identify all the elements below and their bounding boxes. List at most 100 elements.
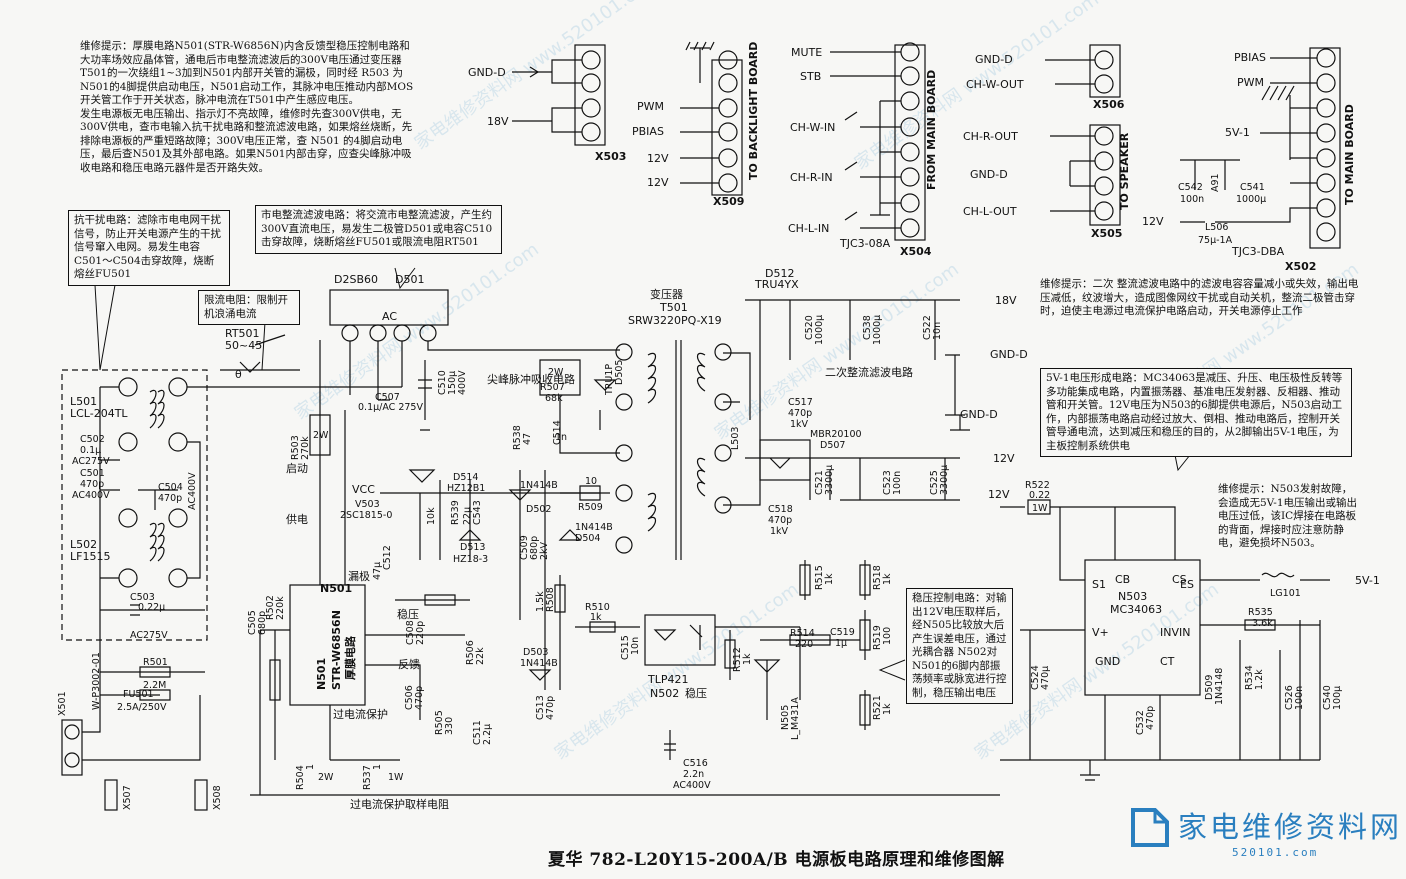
watermark-text: 家电维修资料网 www.520101.com	[411, 0, 663, 154]
label-c516-v1: 2.2n	[683, 769, 704, 780]
label-c507: C507	[375, 392, 400, 403]
label-c504-v1: 470p	[158, 493, 182, 504]
label-tlp421: TLP421	[647, 673, 688, 686]
label-d503: D503	[523, 647, 548, 658]
label-r507: R507	[540, 382, 565, 393]
label-c516: C516	[683, 758, 708, 769]
label-c519-value: 1μ	[835, 638, 847, 649]
label-x501-value: W-P3002-01	[91, 652, 102, 710]
label-c543-value: 22μ	[462, 507, 473, 525]
label-r537: R537	[362, 765, 373, 790]
label-d513: D513	[460, 542, 485, 553]
label-d504: D504	[575, 533, 600, 544]
ic-n503	[1084, 559, 1201, 696]
label-c514-value: 1n	[555, 432, 567, 443]
label-c510-v2: 400V	[457, 370, 468, 395]
label-ch-w-out: CH-W-OUT	[966, 78, 1024, 91]
label-r515: R515	[814, 565, 825, 590]
label-c517-v2: 1kV	[790, 419, 809, 430]
label-ch-l-out: CH-L-OUT	[963, 205, 1017, 218]
label-c506-value: 470p	[414, 686, 425, 710]
label-c511-value: 2.2μ	[482, 724, 493, 745]
label-r506-value: 22k	[475, 647, 486, 665]
label-transformer: 变压器	[650, 287, 683, 301]
label-gnd: GND	[1095, 655, 1120, 668]
label-r503: R503	[290, 435, 301, 460]
label-c509: C509	[519, 535, 530, 560]
label-c538-value: 1000μ	[872, 315, 883, 345]
label-gongdian: 供电	[286, 512, 308, 526]
logo-icon	[1131, 808, 1169, 847]
label-c506: C506	[404, 685, 415, 710]
label-c511: C511	[472, 720, 483, 745]
label-18v-x503: 18V	[487, 115, 509, 128]
label-c503-v1: 0.22μ	[138, 602, 165, 613]
label-x503: X503	[595, 150, 626, 163]
label-c526: C526	[1284, 685, 1295, 710]
label-r518-value: 1k	[882, 573, 893, 585]
label-c543: C543	[472, 500, 483, 525]
label-l502-value: LF1515	[70, 550, 110, 563]
label-x501: X501	[57, 691, 68, 716]
label-r519-value: 100	[882, 627, 893, 645]
label-guoliu: 过电流保护	[333, 707, 388, 721]
label-c518-v1: 470p	[768, 515, 792, 526]
label-r521: R521	[872, 695, 883, 720]
label-r514: R514	[790, 628, 815, 639]
label-r501: R501	[143, 657, 168, 668]
label-ch-r-in: CH-R-IN	[790, 171, 833, 184]
page-title: 夏华 782-L20Y15-200A/B 电源板电路原理和维修图解	[548, 850, 1005, 870]
label-r539: R539	[450, 500, 461, 525]
label-1n4148-b: 1N414B	[575, 522, 613, 533]
label-es: ES	[1180, 578, 1194, 591]
label-pwm-x502: PWM	[1237, 76, 1264, 89]
label-12v-n503: 12V	[988, 488, 1010, 501]
label-r522-1w: 1W	[1032, 503, 1048, 514]
label-v503-value: 2SC1815-0	[340, 510, 392, 521]
label-tjc3-dba: TJC3-DBA	[1231, 245, 1285, 258]
label-5v1-out: 5V-1	[1355, 574, 1380, 587]
label-r521-value: 1k	[882, 703, 893, 715]
label-c501-v1: 470p	[80, 479, 104, 490]
bridge-d501	[329, 289, 449, 326]
label-x508: X508	[212, 785, 223, 810]
diode-d507	[759, 439, 811, 481]
label-gnd-d-x503: GND-D	[468, 66, 506, 79]
label-c514: C514	[552, 420, 563, 445]
label-ch-w-in: CH-W-IN	[790, 121, 835, 134]
label-c521-value: 3300μ	[824, 465, 835, 495]
label-from-main: FROM MAIN BOARD	[925, 70, 938, 190]
label-n505: N505	[780, 705, 791, 730]
label-n502: N502	[650, 687, 679, 700]
label-r501-value: 2.2M	[143, 680, 166, 691]
label-12v-x502: 12V	[1142, 215, 1164, 228]
label-c541: C541	[1240, 182, 1265, 193]
label-t501: T501	[659, 301, 688, 314]
input-filter-box	[61, 369, 208, 641]
label-r510: R510	[585, 602, 610, 613]
label-r519: R519	[872, 625, 883, 650]
label-secondary-filter: 二次整流滤波电路	[825, 365, 913, 379]
label-cs: CS	[1172, 573, 1187, 586]
label-r504-2w: 2W	[318, 772, 334, 783]
label-r537-value: 1	[372, 764, 383, 770]
connector-x506	[1089, 44, 1121, 98]
label-c512: C512	[382, 545, 393, 570]
note-n503: 5V-1电压形成电路：MC34063是减压、升压、电压极性反转等多功能集成电路，…	[1040, 368, 1352, 457]
note-n503-fault: 维修提示：N503发射故障，会造成无5V-1电压输出或输出电压过低，该IC焊接在…	[1218, 483, 1358, 549]
label-to-backlight: TO BACKLIGHT BOARD	[747, 42, 760, 180]
label-c541-value: 1000μ	[1236, 194, 1266, 205]
label-n501-value: STR-W6856N	[330, 610, 343, 690]
label-l506: L506	[1205, 222, 1228, 233]
label-x505: X505	[1091, 227, 1122, 240]
note-rectifier: 市电整流滤波电路：将交流市电整流滤波，产生约300V直流电压，易发生二极管D50…	[255, 205, 502, 254]
connector-x504	[894, 44, 926, 241]
label-c501-v2: AC400V	[72, 490, 110, 501]
label-n503: N503	[1118, 590, 1147, 603]
label-r535-value: 3.6k	[1252, 618, 1273, 629]
label-fankui: 反馈	[398, 658, 420, 671]
label-d514-value: HZ12B1	[447, 483, 485, 494]
label-l503: L503	[730, 427, 741, 450]
label-spike: 尖峰脉冲吸收电路	[487, 372, 575, 386]
note-secondary: 维修提示：二次 整流滤波电路中的滤波电容容量减小或失效，输出电压减低，纹波增大，…	[1040, 278, 1359, 317]
